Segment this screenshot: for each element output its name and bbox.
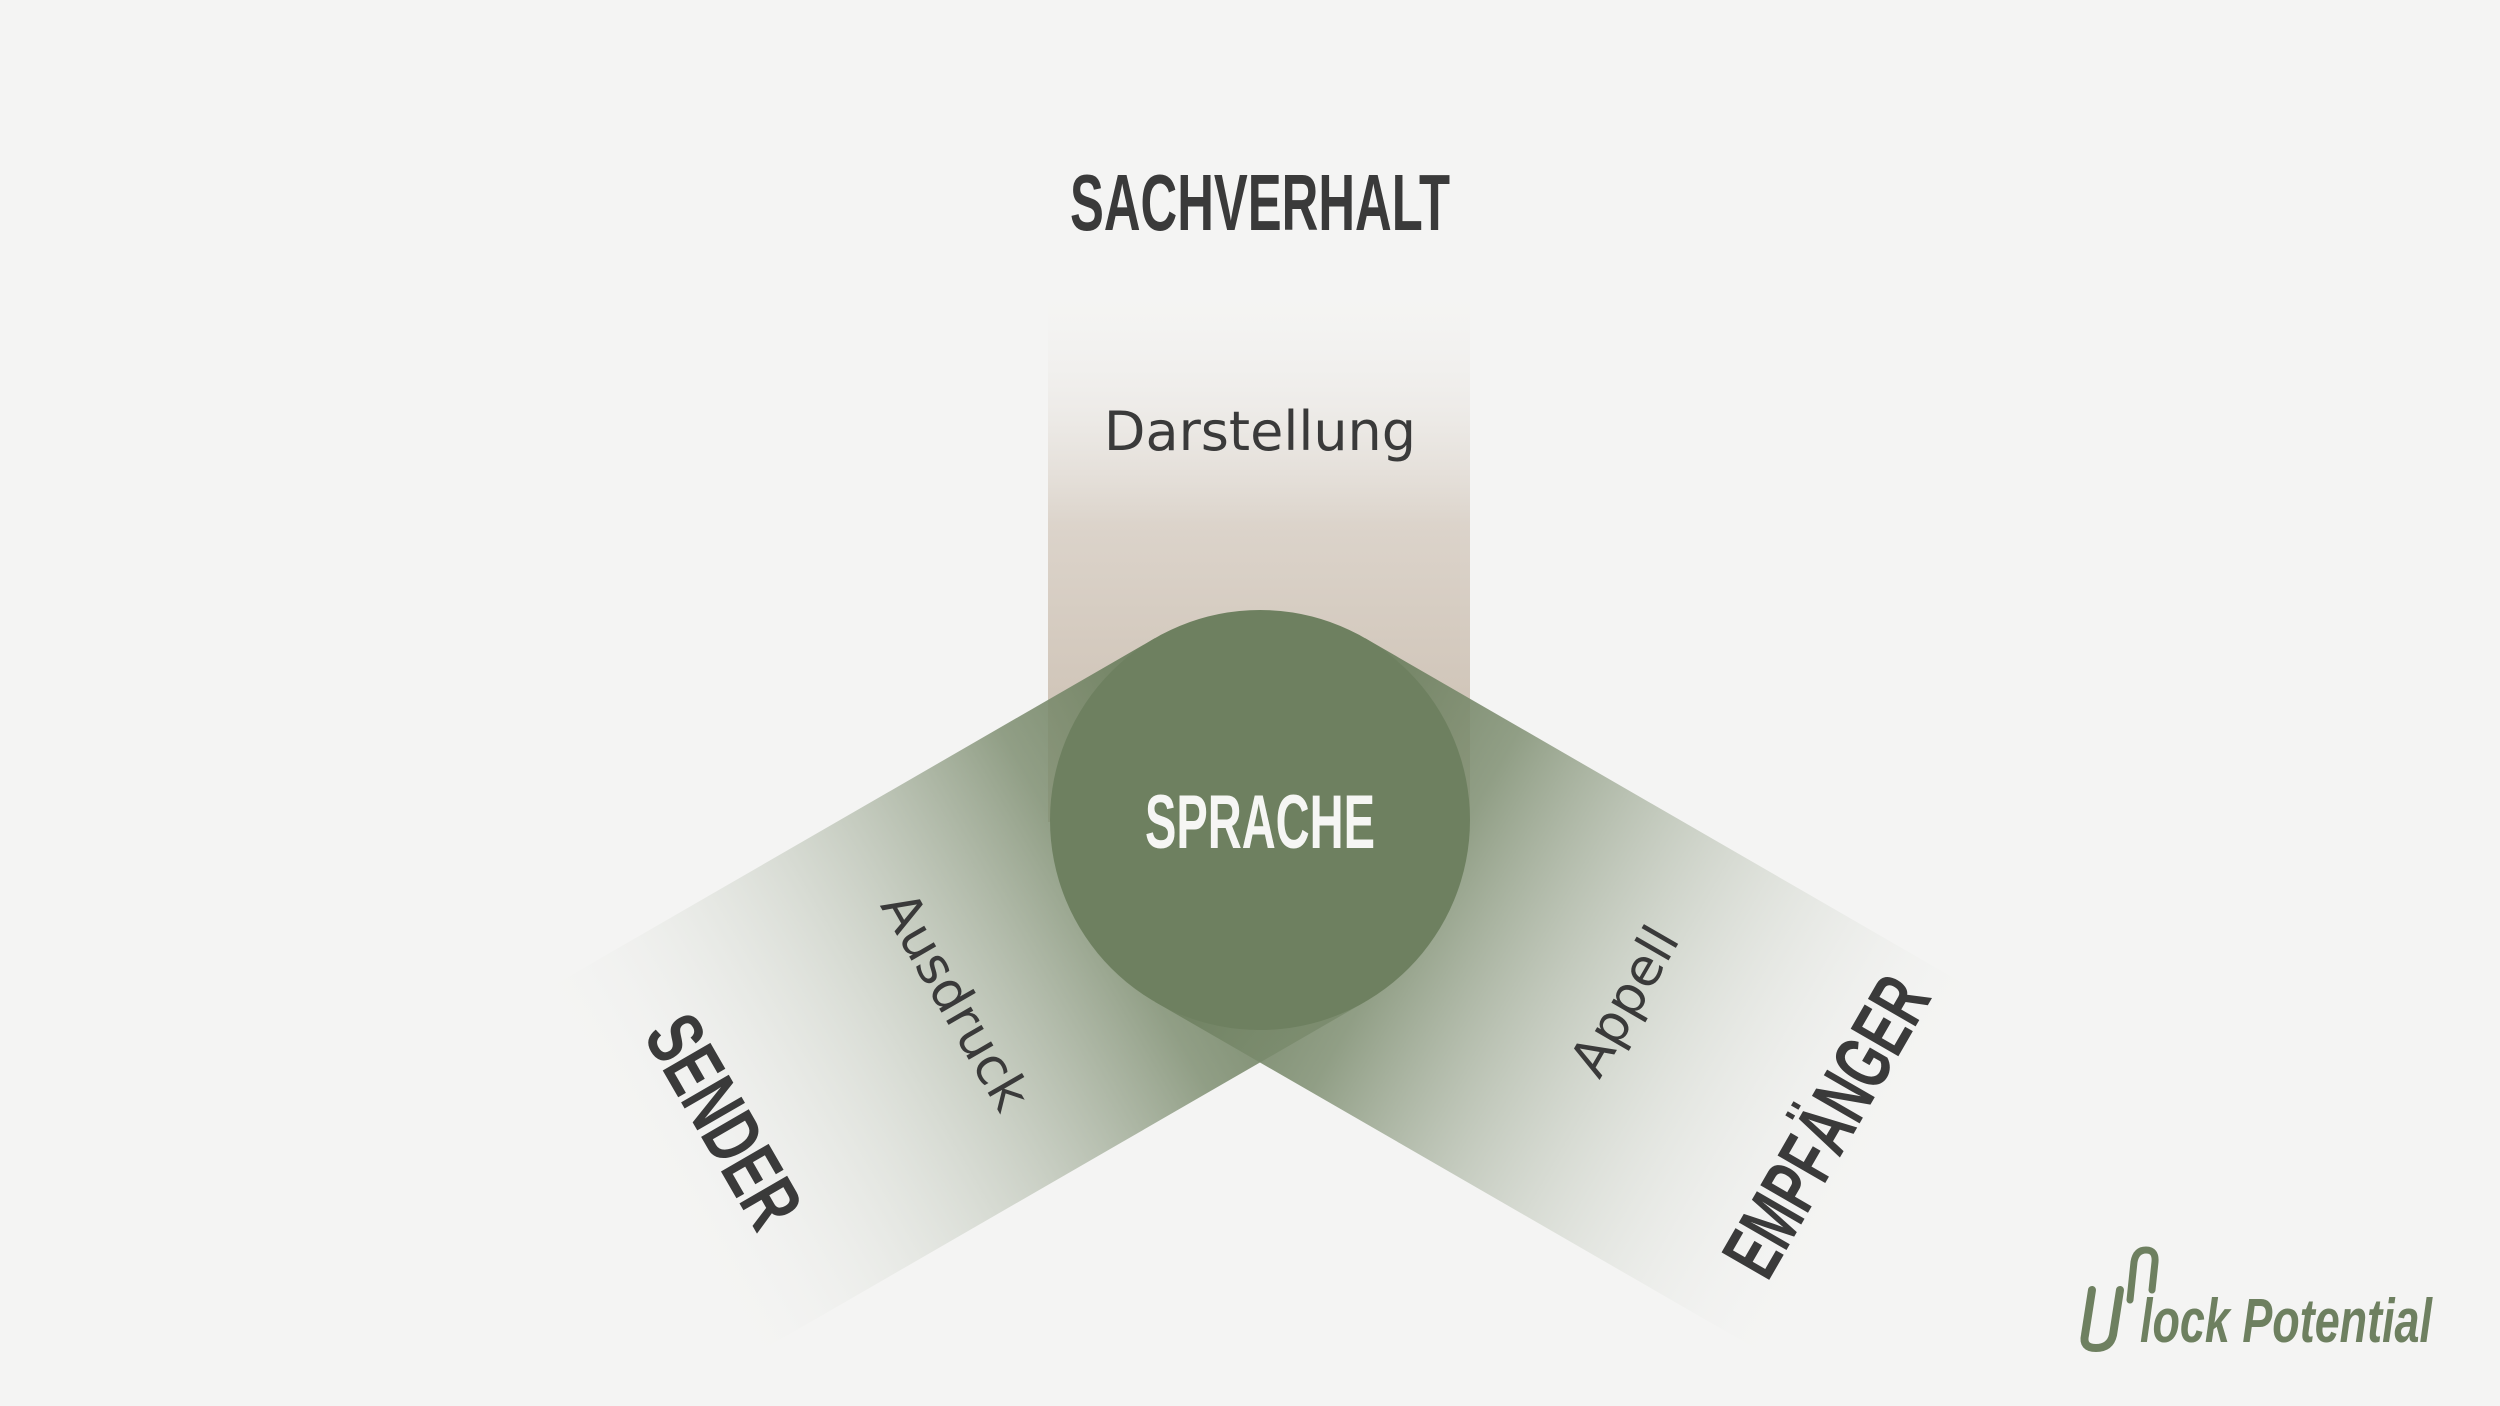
brand-logo: lock Potential	[2080, 1246, 2433, 1356]
logo-u-mark	[2080, 1286, 2124, 1353]
logo-n-mark	[2126, 1246, 2159, 1304]
top-function-label: Darstellung	[1104, 400, 1416, 463]
logo-text: lock Potential	[2140, 1287, 2433, 1356]
center-circle	[1050, 610, 1470, 1030]
top-heading: SACHVERHALT	[1070, 158, 1450, 247]
center-label: SPRACHE	[1145, 780, 1375, 865]
